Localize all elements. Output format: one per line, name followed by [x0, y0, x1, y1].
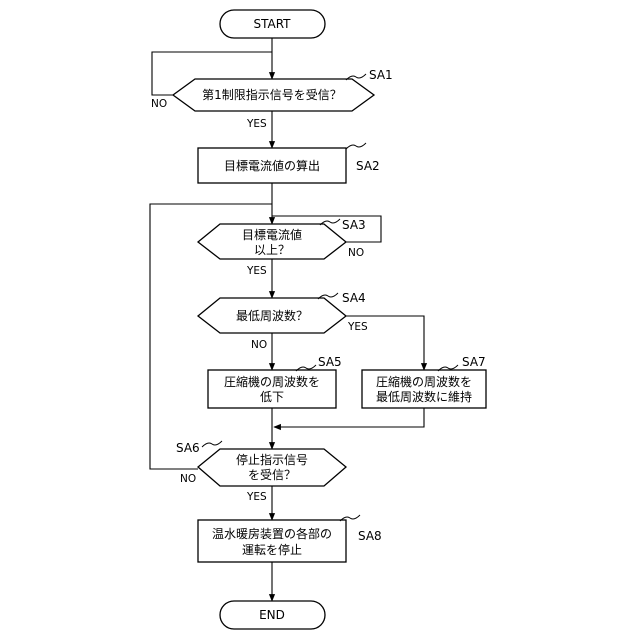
decision-sa6: 停止指示信号 を受信？ [198, 449, 346, 486]
end-terminal: END [220, 601, 325, 629]
sa6-text-line1: 停止指示信号 [236, 452, 308, 467]
sa7-text-line2: 最低周波数に維持 [376, 389, 472, 404]
sa3-yes-label: YES [246, 265, 267, 277]
sa8-text-line1: 温水暖房装置の各部の [212, 526, 332, 541]
sa1-yes-label: YES [246, 118, 267, 130]
sa3-text-line2: 以上？ [254, 243, 290, 257]
sa4-id: SA4 [342, 291, 366, 305]
sa4-text: 最低周波数？ [236, 308, 308, 323]
sa1-text: 第1制限指示信号を受信？ [202, 87, 342, 102]
sa4-yes-label: YES [347, 321, 368, 333]
decision-sa3: 目標電流値 以上？ [198, 224, 346, 259]
sa3-id: SA3 [342, 218, 366, 232]
sa5-text-line1: 圧縮機の周波数を [224, 374, 320, 389]
decision-sa1: 第1制限指示信号を受信？ [173, 79, 374, 111]
sa2-leader [346, 143, 366, 149]
start-terminal: START [220, 10, 325, 38]
sa2-id: SA2 [356, 159, 380, 173]
sa2-text: 目標電流値の算出 [224, 158, 320, 173]
process-sa5: 圧縮機の周波数を 低下 [208, 370, 336, 408]
sa6-id: SA6 [176, 441, 200, 455]
sa6-leader [202, 441, 222, 447]
end-label: END [259, 608, 285, 622]
sa7-id: SA7 [462, 355, 486, 369]
start-label: START [253, 17, 291, 31]
sa5-id: SA5 [318, 355, 342, 369]
sa4-no-label: NO [251, 339, 267, 351]
sa1-id: SA1 [369, 68, 393, 82]
sa8-text-line2: 運転を停止 [242, 542, 302, 557]
sa8-id: SA8 [358, 529, 382, 543]
sa5-text-line2: 低下 [260, 390, 284, 404]
process-sa2: 目標電流値の算出 [198, 148, 346, 183]
process-sa8: 温水暖房装置の各部の 運転を停止 [198, 520, 346, 562]
sa3-no-label: NO [348, 247, 364, 259]
flow-sa7-to-merge [274, 408, 424, 427]
sa1-no-label: NO [151, 98, 167, 110]
sa6-no-label: NO [180, 473, 196, 485]
decision-sa4: 最低周波数？ [198, 298, 346, 333]
sa6-text-line2: を受信？ [248, 468, 296, 482]
process-sa7: 圧縮機の周波数を 最低周波数に維持 [362, 370, 486, 408]
sa7-text-line1: 圧縮機の周波数を [376, 374, 472, 389]
sa6-yes-label: YES [246, 491, 267, 503]
sa3-text-line1: 目標電流値 [242, 227, 302, 242]
